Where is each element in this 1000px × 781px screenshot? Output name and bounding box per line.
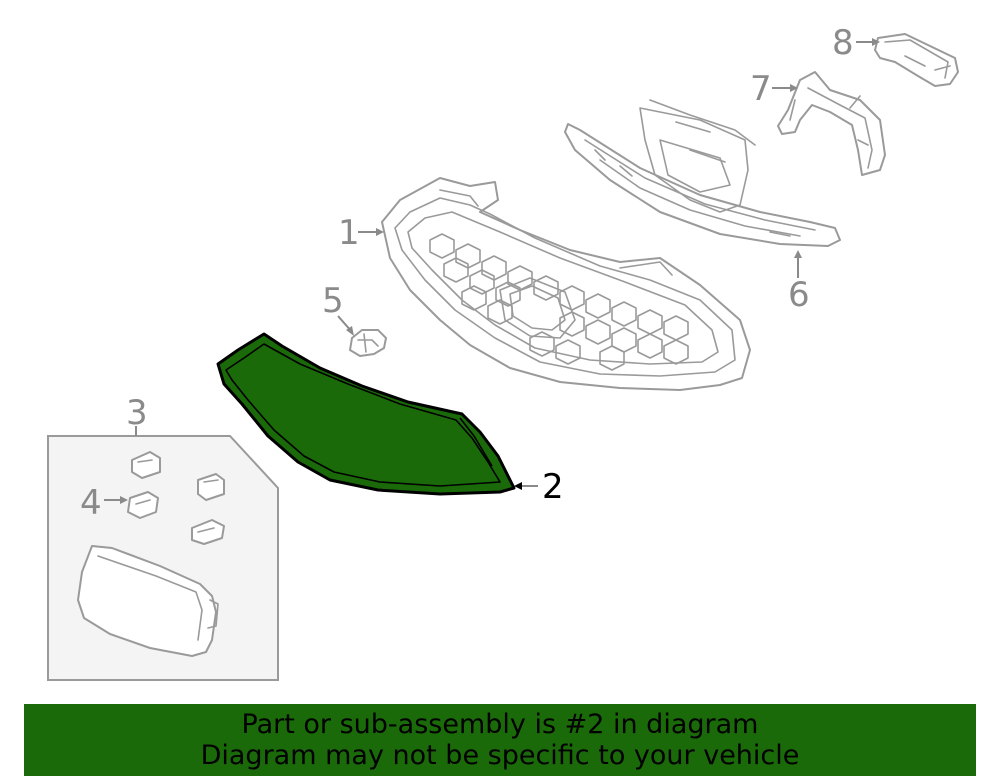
part-2-molding-highlighted bbox=[216, 332, 516, 496]
part-5-clip bbox=[349, 329, 387, 357]
banner-line-2: Diagram may not be specific to your vehi… bbox=[200, 740, 800, 771]
info-banner: Part or sub-assembly is #2 in diagram Di… bbox=[24, 704, 976, 776]
part-3-clip-c bbox=[191, 519, 225, 545]
part-1-grille bbox=[381, 177, 751, 391]
callout-4: 4 bbox=[80, 483, 102, 523]
callout-7: 7 bbox=[750, 69, 772, 109]
callout-1: 1 bbox=[338, 213, 360, 253]
callout-2: 2 bbox=[542, 467, 564, 507]
part-8-bracket bbox=[874, 33, 959, 87]
leader-lines bbox=[104, 38, 880, 504]
callout-8: 8 bbox=[832, 23, 854, 63]
parts-diagram: 1 2 3 4 5 6 7 8 bbox=[47, 23, 959, 681]
part-3-emblem-cover bbox=[77, 545, 217, 657]
part-3-inset-box bbox=[47, 435, 279, 681]
callout-6: 6 bbox=[788, 275, 810, 315]
part-4-clip bbox=[127, 491, 159, 519]
part-3-clip-b bbox=[197, 473, 225, 501]
part-6-grille-support bbox=[564, 99, 841, 247]
part-3-clip-a bbox=[131, 451, 161, 479]
callout-3: 3 bbox=[126, 393, 148, 433]
part-7-bracket bbox=[777, 71, 886, 176]
banner-line-1: Part or sub-assembly is #2 in diagram bbox=[241, 709, 759, 740]
callout-5: 5 bbox=[322, 281, 344, 321]
